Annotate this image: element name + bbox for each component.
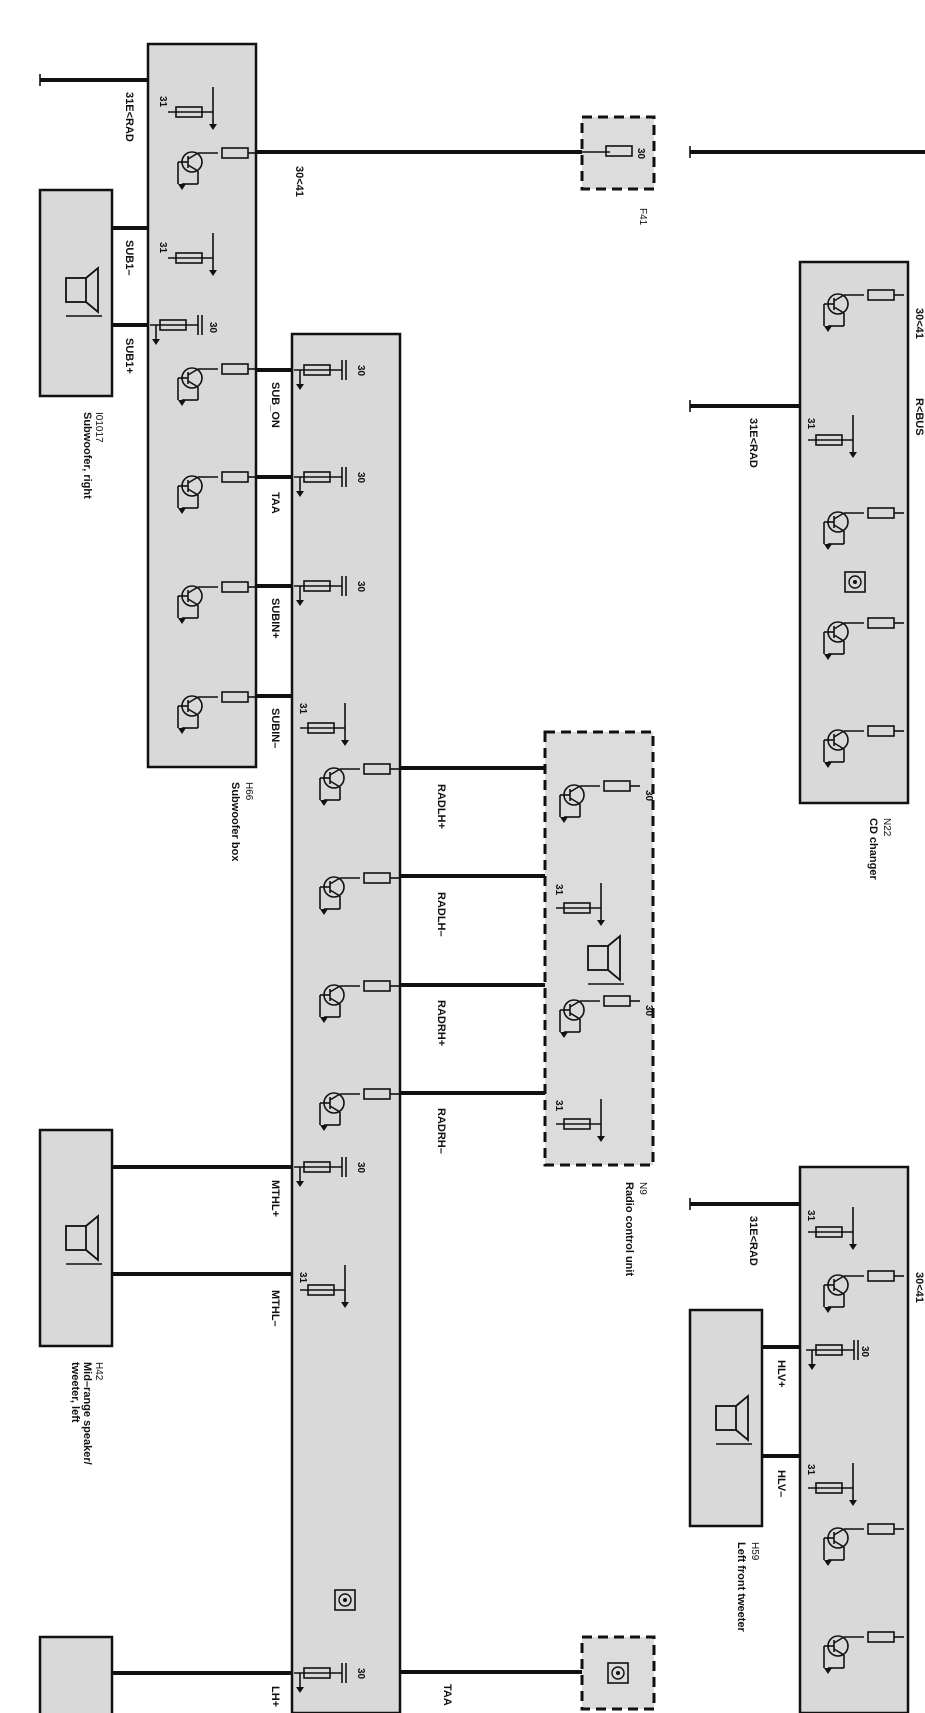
subwoofer-box-name: Subwoofer box bbox=[229, 782, 241, 862]
pin-31: 31 bbox=[157, 242, 168, 254]
signal-31e-rad-cd: 31E<RAD bbox=[747, 418, 759, 468]
pin-31: 31 bbox=[297, 703, 308, 715]
pin-30: 30 bbox=[355, 1668, 366, 1680]
pin-31: 31 bbox=[297, 1272, 308, 1284]
signal-radrh-plus: RADRH+ bbox=[435, 1000, 447, 1046]
fuse-f41-id: F41 bbox=[637, 208, 648, 226]
pin-31: 31 bbox=[553, 1100, 564, 1112]
signal-cd-second: R<BUS bbox=[913, 398, 925, 436]
signal-taa-bottom: TAA bbox=[441, 1684, 453, 1706]
mid-range-speaker-id: H42 bbox=[93, 1362, 104, 1381]
left-front-tweeter-id: H59 bbox=[749, 1542, 760, 1561]
pin-30: 30 bbox=[643, 790, 654, 802]
left-front-tweeter bbox=[688, 1308, 764, 1528]
pin-31: 31 bbox=[805, 1210, 816, 1222]
signal-subin-minus: SUBIN– bbox=[269, 708, 281, 748]
signal-sub-on: SUB_ON bbox=[269, 382, 281, 428]
fuse-f41 bbox=[580, 115, 656, 191]
signal-31e-rad: 31E<RAD bbox=[123, 92, 135, 142]
pin-31: 31 bbox=[553, 884, 564, 896]
mid-range-speaker bbox=[38, 1128, 114, 1348]
speaker-partial bbox=[38, 1635, 114, 1713]
radio-unit-name: Radio control unit bbox=[623, 1182, 635, 1276]
signal-mthl-plus: MTHL+ bbox=[269, 1180, 281, 1217]
pin-30: 30 bbox=[355, 365, 366, 377]
signal-31e-rad-tweeter: 31E<RAD bbox=[747, 1216, 759, 1266]
pin-31: 31 bbox=[805, 1464, 816, 1476]
tweeter-amplifier-module bbox=[798, 1165, 910, 1713]
signal-cd-top: 30<41 bbox=[913, 308, 925, 339]
signal-radlh-plus: RADLH+ bbox=[435, 784, 447, 829]
subwoofer-box-id: H66 bbox=[243, 782, 254, 801]
pin-30: 30 bbox=[859, 1346, 870, 1358]
signal-hlv-minus: HLV– bbox=[775, 1470, 787, 1497]
signal-hlv-plus: HLV+ bbox=[775, 1360, 787, 1388]
pin-31: 31 bbox=[805, 418, 816, 430]
signal-30-41: 30<41 bbox=[293, 166, 305, 197]
signal-sub1-minus: SUB1– bbox=[123, 240, 135, 275]
signal-lh-plus: LH+ bbox=[269, 1686, 281, 1707]
cd-changer-name: CD changer bbox=[867, 818, 879, 880]
radio-unit-id: N9 bbox=[637, 1182, 648, 1195]
pin-30: 30 bbox=[635, 148, 646, 160]
amplifier-module bbox=[290, 332, 402, 1713]
signal-subin-plus: SUBIN+ bbox=[269, 598, 281, 639]
signal-sub1-plus: SUB1+ bbox=[123, 338, 135, 374]
mid-range-speaker-name-line2: tweeter, left bbox=[69, 1362, 81, 1423]
subwoofer-right-id: I01017 bbox=[93, 412, 104, 443]
pin-31: 31 bbox=[157, 96, 168, 108]
mid-range-speaker-name-line1: Mid–range speaker/ bbox=[81, 1362, 93, 1465]
pin-30: 30 bbox=[355, 1162, 366, 1174]
signal-tweeter-top: 30<41 bbox=[913, 1272, 925, 1303]
radio-control-unit bbox=[543, 730, 655, 1167]
left-front-tweeter-name: Left front tweeter bbox=[735, 1542, 747, 1633]
signal-radlh-minus: RADLH– bbox=[435, 892, 447, 937]
subwoofer-right bbox=[38, 188, 114, 398]
signal-taa: TAA bbox=[269, 492, 281, 514]
pin-30: 30 bbox=[355, 581, 366, 593]
pin-30: 30 bbox=[643, 1005, 654, 1017]
pin-30: 30 bbox=[355, 472, 366, 484]
cd-changer-id: N22 bbox=[881, 818, 892, 837]
signal-radrh-minus: RADRH– bbox=[435, 1108, 447, 1154]
pin-30: 30 bbox=[207, 322, 218, 334]
cd-changer bbox=[798, 260, 910, 805]
signal-mthl-minus: MTHL– bbox=[269, 1290, 281, 1327]
subwoofer-right-name: Subwoofer, right bbox=[81, 412, 93, 499]
